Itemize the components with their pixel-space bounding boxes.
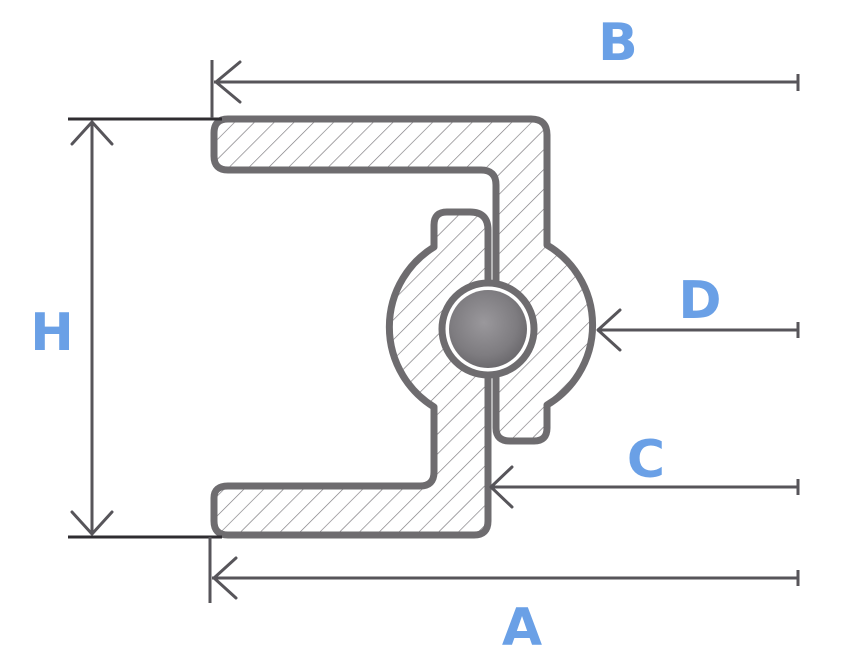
pin [449,290,527,368]
label-d: D [678,271,721,331]
label-b: B [598,13,638,73]
label-h: H [30,303,74,363]
dimension-c [489,465,800,509]
dimension-h [70,120,114,536]
dimension-d [596,308,800,352]
dimension-b [214,60,800,104]
label-c: C [627,430,665,490]
dimension-a [212,556,800,600]
label-a: A [502,598,542,648]
lower-profile-section [210,208,492,539]
